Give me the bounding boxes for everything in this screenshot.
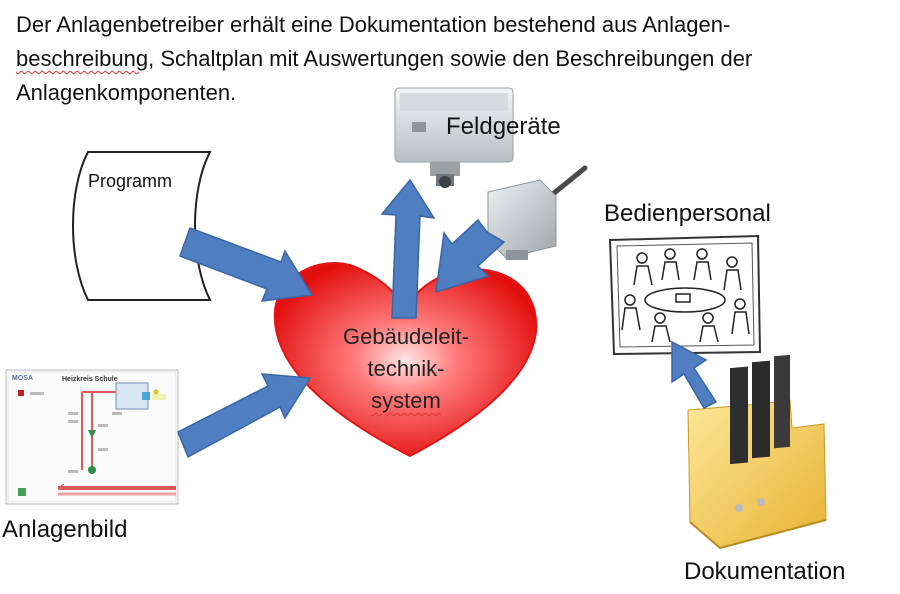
heart-label-line-3: system: [306, 385, 506, 417]
label-dokumentation: Dokumentation: [684, 558, 846, 585]
schematic-logo: MOSA: [12, 375, 33, 382]
sensor-device-image: [487, 165, 588, 260]
heart-label: Gebäudeleit- technik- system: [306, 321, 506, 417]
schematic-title: Heizkreis Schule: [62, 376, 118, 383]
arrow-sensor-to-heart: [435, 218, 506, 294]
intro-line-2-rest: , Schaltplan mit Auswertungen sowie den …: [148, 46, 753, 71]
label-programm: Programm: [88, 171, 173, 191]
meeting-sketch-image: [608, 234, 762, 356]
arrow-programm-to-heart: [179, 227, 314, 302]
intro-line-2-word: beschreibung: [16, 46, 149, 71]
label-bedienpersonal: Bedienpersonal: [604, 200, 771, 227]
heart-label-line-1: Gebäudeleit-: [343, 324, 469, 349]
intro-text: Der Anlagenbetreiber erhält eine Dokumen…: [16, 8, 896, 110]
intro-line-2: beschreibung, Schaltplan mit Auswertunge…: [16, 42, 896, 76]
intro-line-3: Anlagenkomponenten.: [16, 80, 237, 105]
intro-line-1: Der Anlagenbetreiber erhält eine Dokumen…: [16, 12, 731, 37]
heart-label-line-3-word: system: [371, 388, 441, 413]
label-feldgeraete: Feldgeräte: [446, 113, 561, 140]
label-anlagenbild: Anlagenbild: [2, 516, 128, 543]
arrow-heart-to-actuator: [380, 178, 436, 319]
arrow-folder-to-bedienpersonal: [671, 340, 718, 409]
programm-shape: [72, 151, 212, 301]
arrow-anlagenbild-to-heart: [177, 373, 312, 459]
heart-label-line-2: technik-: [367, 356, 445, 381]
plant-schematic-image: [5, 369, 179, 505]
actuator-device-image: [394, 87, 514, 188]
documentation-folder-image: [687, 354, 827, 550]
